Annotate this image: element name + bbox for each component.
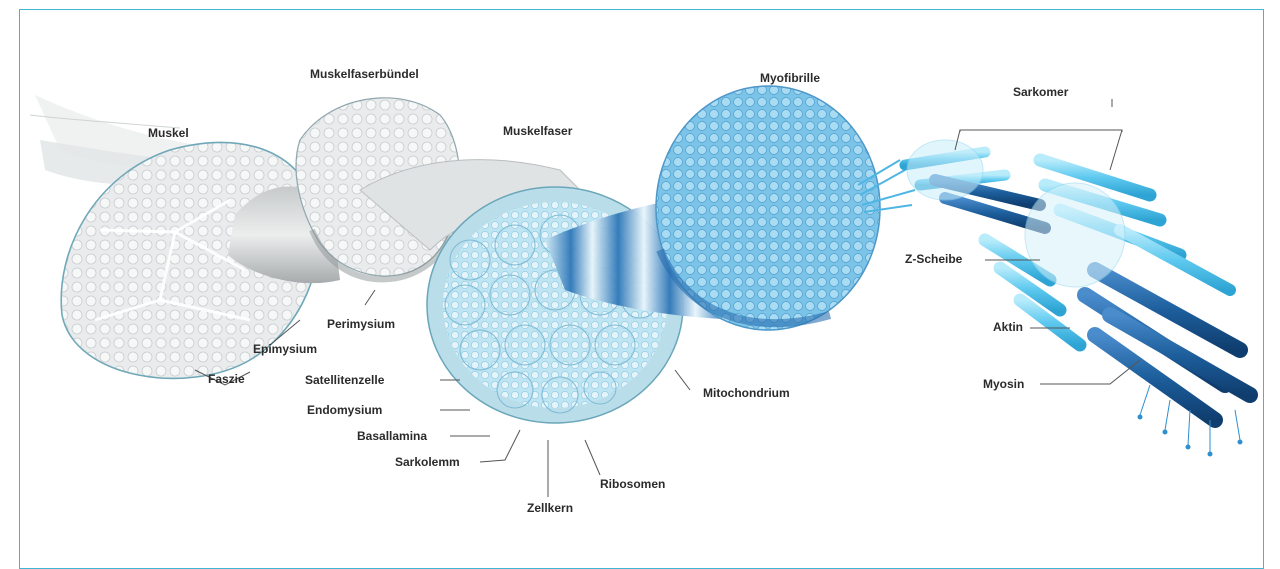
label-sarkomer: Sarkomer bbox=[1013, 85, 1069, 99]
label-satellitenzelle: Satellitenzelle bbox=[305, 373, 385, 387]
label-aktin: Aktin bbox=[993, 320, 1023, 334]
label-zellkern: Zellkern bbox=[527, 501, 573, 515]
label-myosin: Myosin bbox=[983, 377, 1024, 391]
label-myofibrille: Myofibrille bbox=[760, 71, 820, 85]
label-endomysium: Endomysium bbox=[307, 403, 382, 417]
label-z-scheibe: Z-Scheibe bbox=[905, 252, 963, 266]
label-sarkolemm: Sarkolemm bbox=[395, 455, 460, 469]
label-basallamina: Basallamina bbox=[357, 429, 427, 443]
label-faszie: Faszie bbox=[208, 372, 245, 386]
label-epimysium: Epimysium bbox=[253, 342, 317, 356]
sarcomere bbox=[905, 140, 1250, 456]
label-perimysium: Perimysium bbox=[327, 317, 395, 331]
label-ribosomen: Ribosomen bbox=[600, 477, 665, 491]
label-muskelfaser: Muskelfaser bbox=[503, 124, 573, 138]
label-muskelfaserbuendel: Muskelfaserbündel bbox=[310, 67, 419, 81]
label-mitochondrium: Mitochondrium bbox=[703, 386, 790, 400]
label-muskel: Muskel bbox=[148, 126, 189, 140]
muscle-anatomy-diagram: Muskel Muskelfaserbündel Muskelfaser Myo… bbox=[0, 0, 1280, 555]
